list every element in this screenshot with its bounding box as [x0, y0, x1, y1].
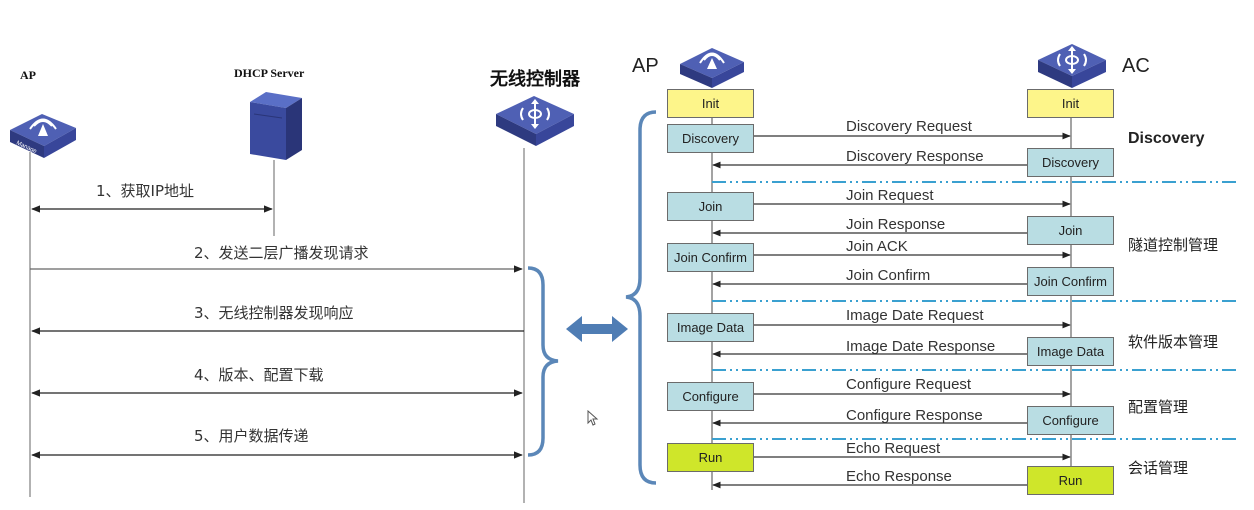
- ap-state-join-confirm: Join Confirm: [667, 243, 754, 272]
- ac-state-join-confirm: Join Confirm: [1027, 267, 1114, 296]
- controller-label: 无线控制器: [490, 69, 580, 90]
- ap-label-right: AP: [632, 55, 659, 77]
- step-3-label: 3、无线控制器发现响应: [194, 304, 354, 322]
- ac-state-configure: Configure: [1027, 406, 1114, 435]
- message-label: Join Request: [846, 187, 934, 204]
- message-label: Discovery Response: [846, 148, 984, 165]
- ap-device-icon-left: Manage: [10, 114, 76, 158]
- message-label: Echo Response: [846, 468, 952, 485]
- message-label: Image Date Request: [846, 307, 984, 324]
- ap-device-icon-right: [680, 48, 744, 88]
- controller-icon-left: [496, 96, 574, 146]
- left-brace: [527, 266, 559, 457]
- ac-label: AC: [1122, 55, 1150, 77]
- double-arrow-icon: [566, 316, 628, 342]
- step-4-label: 4、版本、配置下载: [194, 366, 324, 384]
- step-2-label: 2、发送二层广播发现请求: [194, 244, 369, 262]
- ap-state-discovery: Discovery: [667, 124, 754, 153]
- ac-state-run: Run: [1027, 466, 1114, 495]
- phase-label-discovery: Discovery: [1128, 130, 1205, 147]
- ap-state-join: Join: [667, 192, 754, 221]
- message-label: Echo Request: [846, 440, 941, 457]
- ac-state-discovery: Discovery: [1027, 148, 1114, 177]
- phase-label-configuration: 配置管理: [1128, 398, 1189, 416]
- phase-label-tunnel-control: 隧道控制管理: [1128, 236, 1219, 254]
- step-1-label: 1、获取IP地址: [96, 182, 195, 200]
- ac-state-init: Init: [1027, 89, 1114, 118]
- ap-label-left: AP: [20, 68, 36, 82]
- ac-state-join: Join: [1027, 216, 1114, 245]
- message-label: Join Response: [846, 216, 946, 233]
- mouse-cursor-icon: [587, 410, 599, 426]
- message-label: Join Confirm: [846, 267, 931, 284]
- dhcp-server-label: DHCP Server: [234, 66, 305, 80]
- step-5-label: 5、用户数据传递: [194, 427, 309, 445]
- message-label: Configure Response: [846, 407, 983, 424]
- dhcp-server-icon: [250, 92, 302, 160]
- message-label: Discovery Request: [846, 118, 972, 135]
- message-label: Image Date Response: [846, 338, 996, 355]
- ap-state-configure: Configure: [667, 382, 754, 411]
- ap-state-init: Init: [667, 89, 754, 118]
- right-brace: [625, 110, 657, 485]
- ap-state-image-data: Image Data: [667, 313, 754, 342]
- phase-label-software-version: 软件版本管理: [1128, 333, 1219, 351]
- message-label: Configure Request: [846, 376, 972, 393]
- ac-state-image-data: Image Data: [1027, 337, 1114, 366]
- phase-label-session: 会话管理: [1128, 459, 1189, 477]
- ap-state-run: Run: [667, 443, 754, 472]
- ac-device-icon: [1038, 44, 1106, 88]
- message-label: Join ACK: [846, 238, 908, 255]
